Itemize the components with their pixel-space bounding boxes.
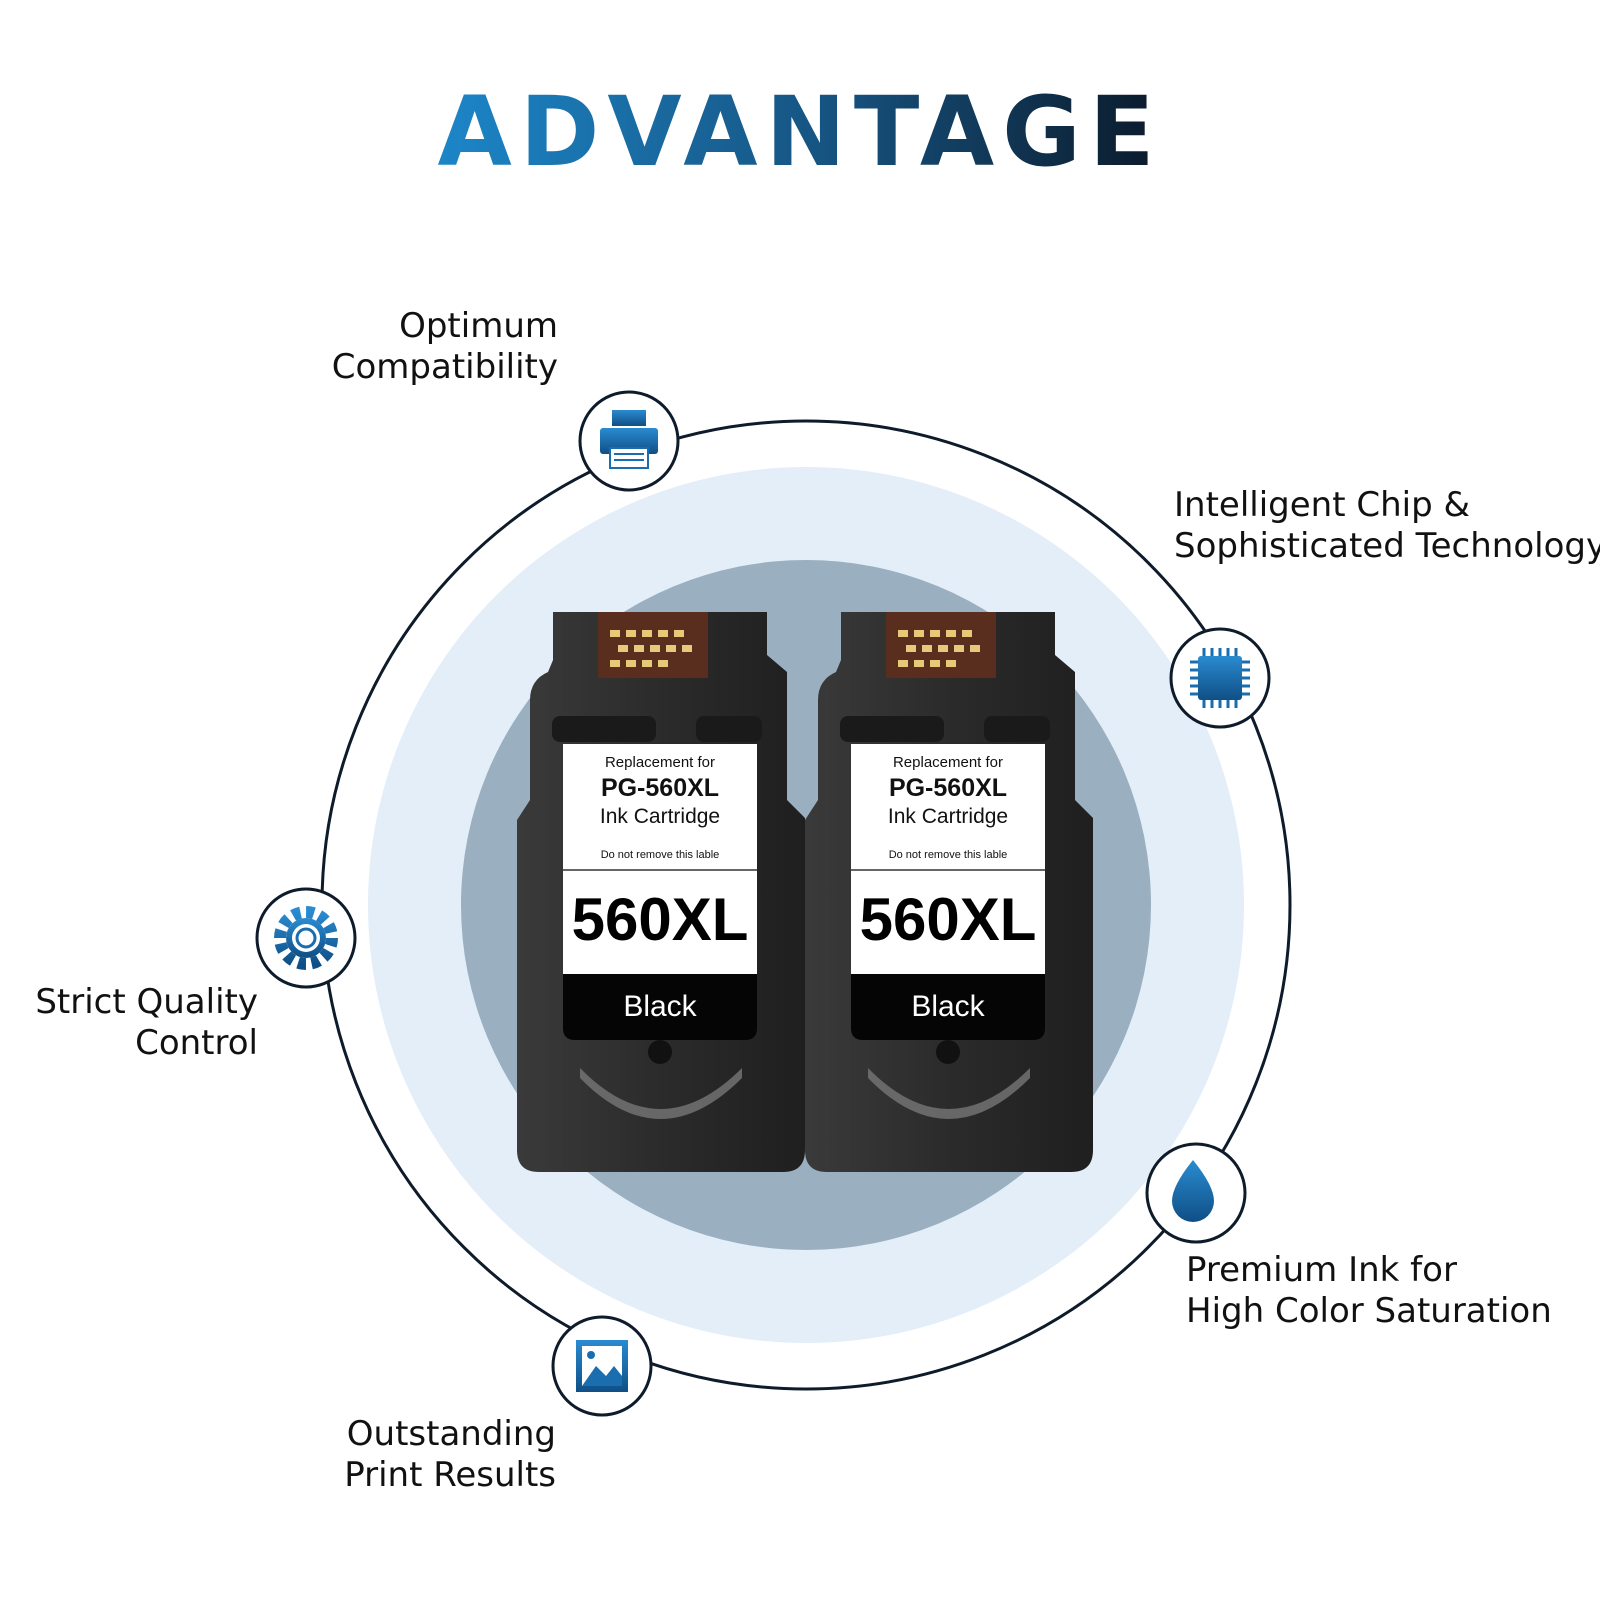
- chip-pads: [898, 630, 980, 667]
- cartridge-vent-left: [552, 716, 656, 742]
- cartridge-label-color-band: [851, 974, 1045, 1040]
- cartridge-warning-text: Do not remove this lable: [601, 849, 720, 861]
- cartridge-grip: [868, 1068, 1030, 1119]
- cartridge-color-text: Black: [911, 990, 985, 1023]
- feature-label-ink: Premium Ink for High Color Saturation: [1186, 1250, 1552, 1331]
- page-title-text: ADVANTAGE: [437, 76, 1163, 188]
- cartridge-label-top: [563, 744, 757, 870]
- cartridge-product-text: Ink Cartridge: [600, 805, 720, 828]
- cartridge-big-model-text: 560XL: [860, 886, 1037, 953]
- cartridge-warning-text: Do not remove this lable: [889, 849, 1008, 861]
- ink-drop-icon: [1145, 1142, 1247, 1244]
- cartridge-model-text: PG-560XL: [889, 774, 1007, 802]
- ink-cartridge-left: Replacement for PG-560XL Ink Cartridge D…: [517, 612, 805, 1172]
- feature-label-print-results: Outstanding Print Results: [344, 1414, 556, 1495]
- cartridge-replacement-text: Replacement for: [605, 754, 715, 771]
- feature-label-quality: Strict Quality Control: [35, 982, 258, 1063]
- cartridge-label-top: [851, 744, 1045, 870]
- cartridge-color-text: Black: [623, 990, 697, 1023]
- cartridge-label-color-band: [563, 974, 757, 1040]
- image-icon: [551, 1315, 653, 1417]
- cartridge-vent-left: [840, 716, 944, 742]
- cartridge-nozzle-hole: [648, 1040, 672, 1064]
- ink-cartridge-right: Replacement for PG-560XL Ink Cartridge D…: [805, 612, 1093, 1172]
- cartridge-big-model-text: 560XL: [572, 886, 749, 953]
- cartridge-model-text: PG-560XL: [601, 774, 719, 802]
- feature-label-chip: Intelligent Chip & Sophisticated Technol…: [1174, 485, 1600, 566]
- cartridge-label-model: [851, 870, 1045, 974]
- chip-pads: [610, 630, 692, 667]
- cartridge-replacement-text: Replacement for: [893, 754, 1003, 771]
- cartridge-product-text: Ink Cartridge: [888, 805, 1008, 828]
- cartridge-nozzle-hole: [936, 1040, 960, 1064]
- chip-icon: [1169, 627, 1271, 729]
- cartridge-vent-right: [696, 716, 762, 742]
- cartridge-label-model: [563, 870, 757, 974]
- cartridge-grip: [580, 1068, 742, 1119]
- printer-icon: [578, 390, 680, 492]
- cartridge-vent-right: [984, 716, 1050, 742]
- page-title: ADVANTAGE: [0, 72, 1600, 192]
- gear-icon: [255, 887, 357, 989]
- feature-label-compatibility: Optimum Compatibility: [331, 306, 558, 387]
